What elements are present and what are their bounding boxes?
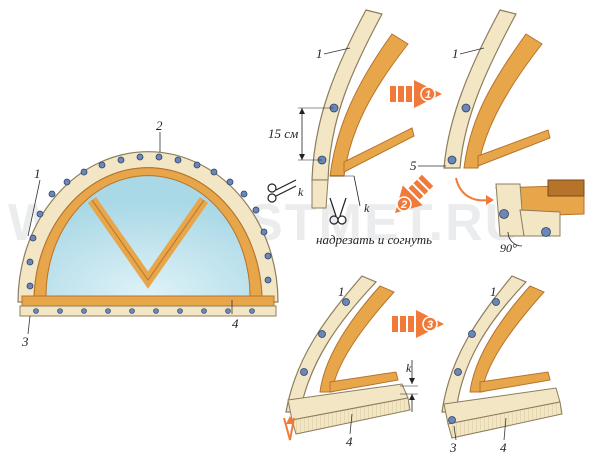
arched-window: 1 2 4 3 bbox=[17, 118, 279, 349]
label-4: 4 bbox=[232, 316, 239, 331]
label-angle: 90° bbox=[500, 241, 517, 255]
profile-strip-2 bbox=[443, 9, 517, 169]
scissors-icon-bottom bbox=[329, 197, 347, 225]
label-5: 5 bbox=[410, 158, 417, 173]
step-number-3: 3 bbox=[427, 319, 433, 331]
label-1-detail-b: 1 bbox=[452, 46, 459, 61]
label-1-detail-a: 1 bbox=[316, 46, 323, 61]
label-1-detail-c: 1 bbox=[338, 284, 345, 299]
step-arrow-1: 1 bbox=[390, 80, 442, 108]
label-k-cut: k bbox=[364, 201, 370, 215]
bottom-nails bbox=[33, 308, 255, 314]
label-1: 1 bbox=[34, 166, 41, 181]
arch-nails bbox=[26, 153, 272, 290]
bottom-profile bbox=[19, 305, 277, 317]
label-3: 3 bbox=[21, 334, 29, 349]
label-4-detail-c: 4 bbox=[346, 434, 353, 449]
step-number-1: 1 bbox=[425, 89, 431, 101]
detail-before-cut: 15 см 1 k k надрезать и согнуть bbox=[267, 9, 432, 247]
label-4-detail-d: 4 bbox=[500, 440, 507, 455]
detail-after-bend: 1 5 bbox=[410, 9, 551, 205]
step-arrow-3: 3 bbox=[392, 310, 444, 338]
label-k-top: k bbox=[298, 185, 304, 199]
detail-bottom-fit: k 1 4 bbox=[283, 275, 418, 449]
scissors-icon-left bbox=[267, 179, 297, 203]
label-distance: 15 см bbox=[268, 126, 298, 141]
step-number-2: 2 bbox=[400, 199, 407, 211]
label-2: 2 bbox=[156, 118, 163, 133]
label-k-bottom: k bbox=[406, 361, 412, 375]
label-1-detail-d: 1 bbox=[490, 284, 497, 299]
zoom-bent-corner: 90° bbox=[494, 179, 585, 255]
label-3-detail-d: 3 bbox=[449, 440, 457, 455]
detail-final: 1 3 4 bbox=[441, 275, 563, 455]
label-cut-note: надрезать и согнуть bbox=[316, 232, 432, 247]
